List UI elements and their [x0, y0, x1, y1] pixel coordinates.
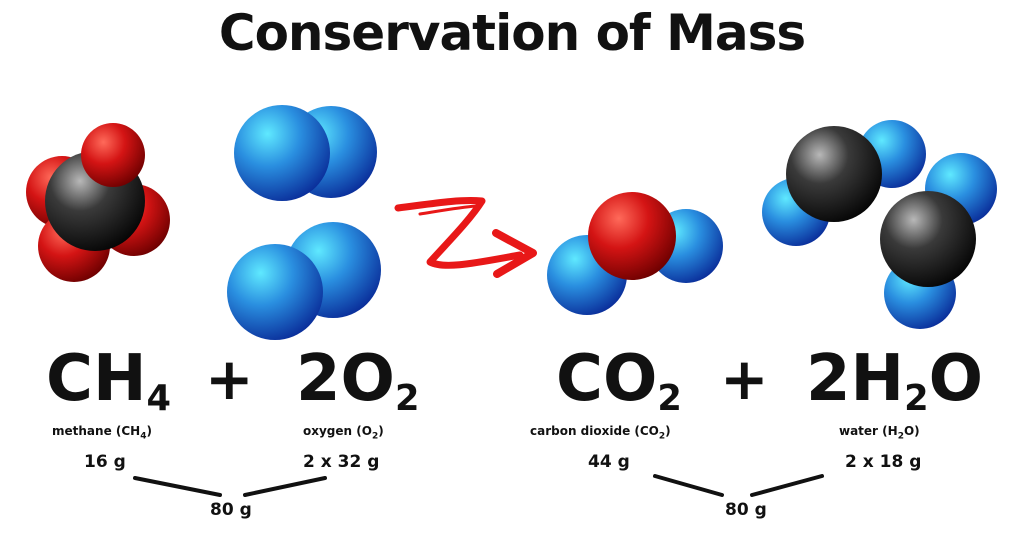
water-molecule-icon: [762, 120, 997, 329]
carbon-dioxide-molecule-icon: [547, 192, 723, 315]
mass-bracket-lines: [133, 474, 824, 497]
water-name: water (H2O): [839, 424, 920, 442]
plus-sign-reactants: +: [205, 345, 254, 413]
oxygen-molecule-icon: [227, 105, 381, 340]
oxygen-mass: 2 x 32 g: [303, 452, 380, 472]
methane-mass: 16 g: [84, 452, 126, 472]
page-title: Conservation of Mass: [218, 4, 806, 62]
reactants-total-mass: 80 g: [210, 500, 252, 520]
methane-name: methane (CH4): [52, 424, 152, 442]
water-formula: 2H2O: [806, 342, 983, 419]
products-total-mass: 80 g: [725, 500, 767, 520]
reaction-arrow-icon: [394, 197, 537, 278]
carbon-dioxide-formula: CO2: [556, 342, 682, 419]
carbon-dioxide-mass: 44 g: [588, 452, 630, 472]
water-mass: 2 x 18 g: [845, 452, 922, 472]
carbon-dioxide-name: carbon dioxide (CO2): [530, 424, 671, 442]
plus-sign-products: +: [720, 345, 769, 413]
oxygen-formula: 2O2: [296, 342, 420, 419]
oxygen-name: oxygen (O2): [303, 424, 384, 442]
methane-molecule-icon: [26, 123, 170, 282]
methane-formula: CH4: [46, 342, 172, 419]
